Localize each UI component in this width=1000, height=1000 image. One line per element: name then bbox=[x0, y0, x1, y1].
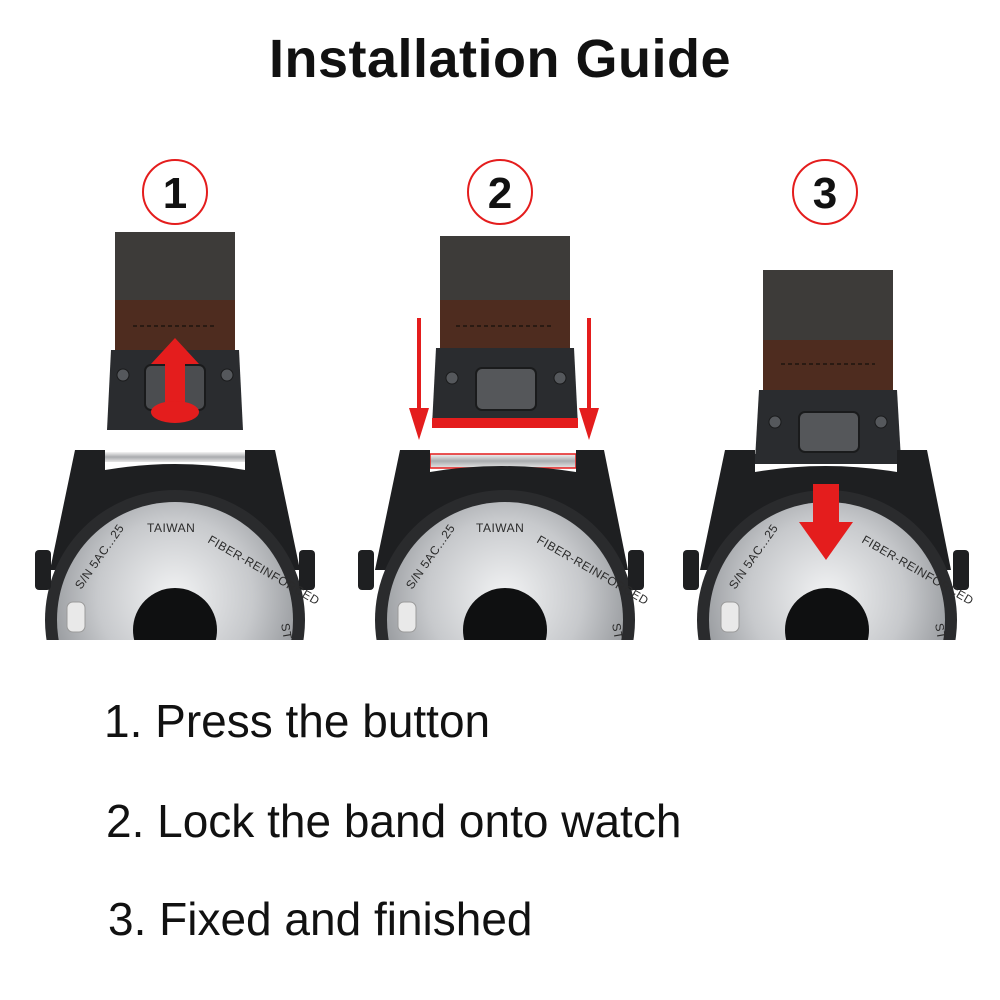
step-3-badge: 3 bbox=[792, 159, 858, 225]
engraving-edge: ST bbox=[278, 622, 295, 640]
step-3-number: 3 bbox=[813, 169, 837, 218]
step-2-number: 2 bbox=[488, 169, 512, 218]
lock-arrow-right-icon bbox=[579, 318, 599, 440]
engraving-edge: ST bbox=[932, 622, 949, 640]
instruction-step-1: 1. Press the button bbox=[104, 695, 491, 747]
watch-body: FIBER-REINFORCED S/N 5AC...25 ST bbox=[683, 450, 976, 640]
press-arrow-icon bbox=[151, 338, 199, 423]
step-1-number: 1 bbox=[163, 169, 187, 218]
engraving-country: TAIWAN bbox=[476, 521, 524, 535]
instruction-step-2: 2. Lock the band onto watch bbox=[106, 795, 682, 847]
watch-body: TAIWAN FIBER-REINFORCED S/N 5AC...25 ST bbox=[35, 450, 322, 640]
watch-band bbox=[755, 270, 901, 460]
engraving-country: TAIWAN bbox=[147, 521, 195, 535]
page-title: Installation Guide bbox=[268, 29, 732, 89]
watch-band bbox=[107, 232, 243, 430]
lock-arrow-left-icon bbox=[409, 318, 429, 440]
engraving-edge: ST bbox=[609, 622, 626, 640]
finish-arrow-down-icon bbox=[799, 484, 853, 560]
watch-body: TAIWAN FIBER-REINFORCED S/N 5AC...25 ST bbox=[358, 450, 651, 640]
watch-band bbox=[432, 236, 578, 428]
step-2-panel: 2 TAIWAN bbox=[340, 150, 660, 640]
step-2-badge: 2 bbox=[467, 159, 533, 225]
step-1-badge: 1 bbox=[142, 159, 208, 225]
step-3-panel: 3 FIBER-REINFORCED S/N 5AC...25 ST bbox=[665, 150, 985, 640]
instruction-step-3: 3. Fixed and finished bbox=[108, 893, 533, 945]
step-1-panel: 1 TAIWAN FIBER-REINFORCED S/N 5AC bbox=[15, 150, 335, 640]
